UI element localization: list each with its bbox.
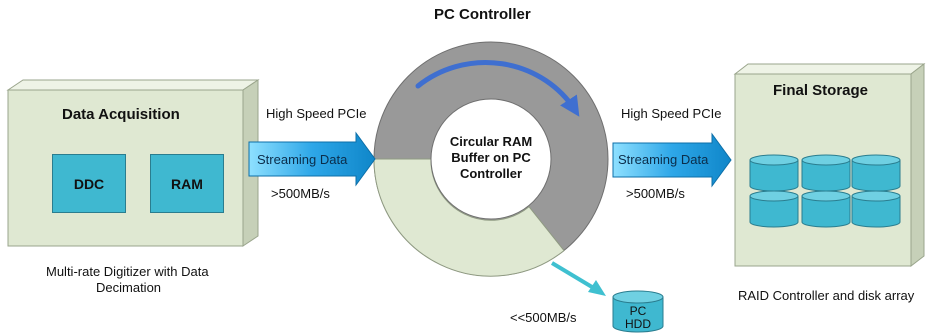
disk-cylinder-icon: [749, 154, 799, 192]
page-title: PC Controller: [434, 6, 531, 23]
left-link-bottom-label: >500MB/s: [271, 186, 330, 201]
hdd-rate-label: <<500MB/s: [510, 310, 577, 325]
ram-module: RAM: [150, 154, 224, 213]
storage-title: Final Storage: [773, 82, 869, 99]
circular-buffer-ring: [373, 41, 609, 277]
hdd-label-line-2: HDD: [625, 317, 651, 331]
right-link-top-label: High Speed PCIe: [621, 106, 722, 121]
buffer-label-line-2: Buffer on PC: [451, 150, 531, 165]
right-link-arrow-label: Streaming Data: [618, 152, 709, 167]
right-streaming-arrow: [612, 132, 732, 188]
disk-cylinder-icon: [749, 190, 799, 228]
buffer-label: Circular RAM Buffer on PC Controller: [436, 134, 546, 182]
circular-arrow-icon: [415, 59, 580, 117]
hdd-label: PC HDD: [613, 305, 663, 331]
acquisition-caption-line-2: Decimation: [96, 280, 162, 295]
buffer-label-line-1: Circular RAM: [449, 134, 533, 149]
acquisition-caption-line-1: Multi-rate Digitizer with Data: [46, 264, 209, 279]
right-link-bottom-label: >500MB/s: [626, 186, 685, 201]
left-link-arrow-label: Streaming Data: [257, 152, 348, 167]
disk-cylinder-icon: [851, 190, 901, 228]
storage-caption: RAID Controller and disk array: [738, 288, 915, 303]
hdd-label-line-1: PC: [629, 304, 647, 318]
acquisition-title: Data Acquisition: [62, 106, 180, 123]
left-link-top-label: High Speed PCIe: [266, 106, 367, 121]
hdd-arrow: [550, 261, 606, 296]
disk-cylinder-icon: [801, 190, 851, 228]
buffer-label-line-3: Controller: [459, 166, 523, 181]
disk-cylinder-icon: [801, 154, 851, 192]
ddc-module: DDC: [52, 154, 126, 213]
left-streaming-arrow: [248, 131, 376, 187]
disk-array: [749, 154, 901, 228]
pc-hdd-cylinder: [612, 290, 664, 333]
disk-cylinder-icon: [851, 154, 901, 192]
